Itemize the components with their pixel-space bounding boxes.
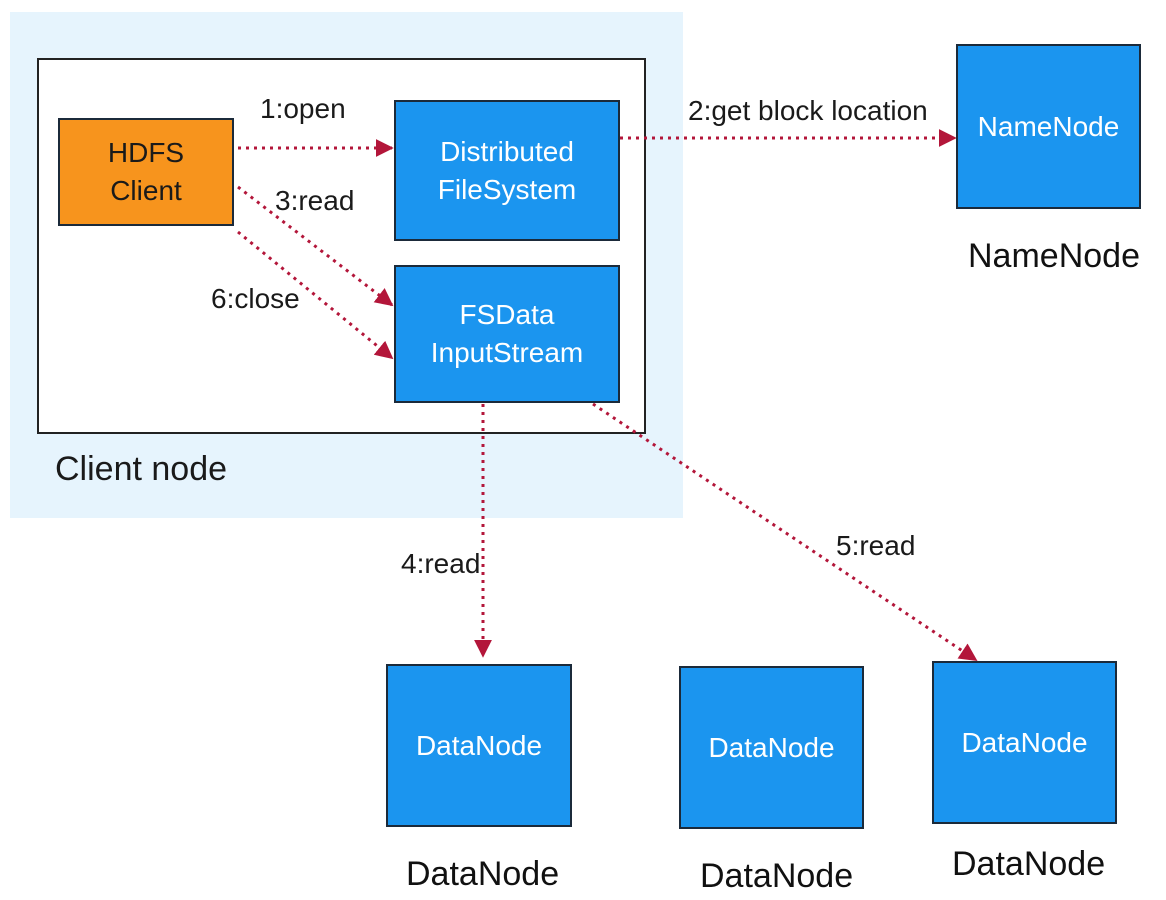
namenode-box: NameNode [956, 44, 1141, 209]
edge-label-close: 6:close [211, 283, 300, 314]
edge-label-read-4: 4:read [401, 548, 481, 579]
edge-label-read-5: 5:read [836, 530, 916, 561]
namenode-label: NameNode [968, 237, 1140, 275]
datanode-box-3: DataNode [932, 661, 1117, 824]
hdfs-client-line-2: Client [110, 175, 182, 206]
datanode-box-1: DataNode [386, 664, 572, 827]
datanode-box-2-text: DataNode [708, 731, 835, 763]
edge-label-read-3: 3:read [275, 185, 355, 216]
datanode-label-1: DataNode [406, 855, 560, 893]
arrow-read-3 [237, 185, 394, 307]
datanode-label-2: DataNode [700, 857, 854, 895]
edge-label-get-block-location: 2:get block location [688, 95, 928, 126]
edge-label-open: 1:open [260, 93, 346, 124]
namenode-box-text: NameNode [977, 110, 1120, 142]
arrow-close [237, 230, 394, 360]
arrow-read-5 [592, 402, 978, 662]
distributed-filesystem-line-2: FileSystem [437, 173, 577, 205]
hdfs-client-line-1: HDFS [107, 137, 185, 168]
fsdata-inputstream-box: FSData InputStream [394, 265, 620, 403]
datanode-box-2: DataNode [679, 666, 864, 829]
distributed-filesystem-line-1: Distributed [440, 135, 574, 167]
datanode-box-3-text: DataNode [961, 726, 1088, 758]
fsdata-inputstream-line-2: InputStream [430, 337, 584, 368]
datanode-label-3: DataNode [952, 845, 1106, 883]
client-node-label: Client node [55, 450, 228, 488]
hdfs-client-box: HDFS Client [58, 118, 234, 226]
fsdata-inputstream-line-1: FSData [459, 299, 555, 330]
datanode-box-1-text: DataNode [415, 729, 543, 761]
distributed-filesystem-box: Distributed FileSystem [394, 100, 620, 241]
